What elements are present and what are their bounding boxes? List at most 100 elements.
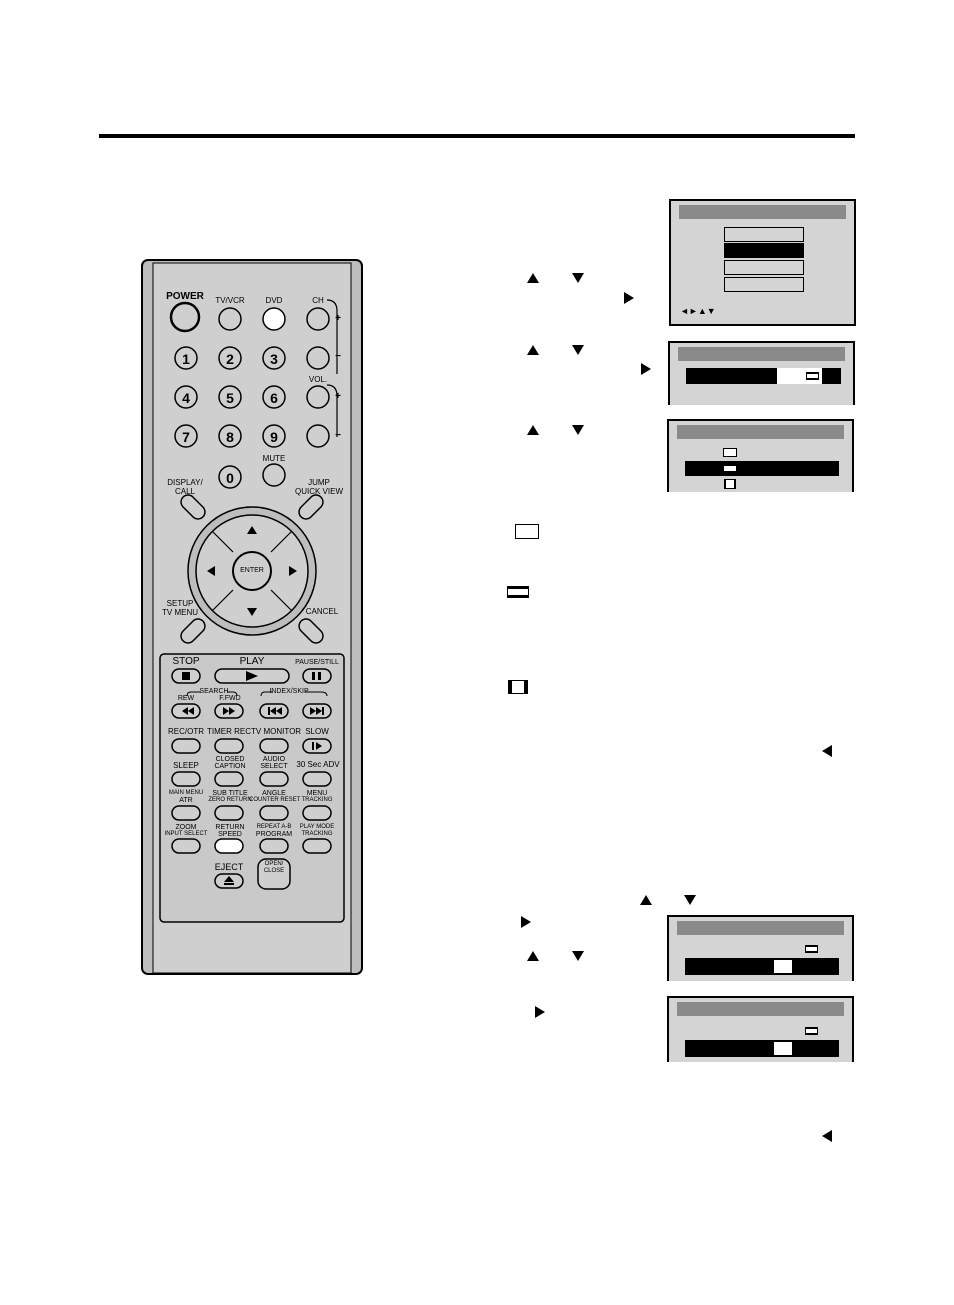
cancel-label: CANCEL [305, 607, 339, 616]
osd-title-bar [677, 1002, 844, 1016]
rew-label: REW [177, 695, 195, 702]
close-label: CLOSE [263, 868, 285, 874]
remote-control: POWER TV/VCR DVD CH + − VOL. + − MUTE 1 … [141, 259, 363, 975]
vol-minus-label: − [335, 430, 341, 441]
slow-label: SLOW [305, 727, 329, 736]
input-select-label: INPUT SELECT [164, 831, 208, 837]
search-label: SEARCH [199, 688, 229, 695]
digit-0[interactable]: 0 [226, 470, 234, 486]
audio-label: AUDIO [262, 756, 286, 763]
up-arrow-icon [527, 273, 539, 283]
jump-label: JUMP [308, 478, 330, 487]
ch-minus-label: − [335, 351, 341, 362]
ratio-letterbox-icon[interactable] [724, 479, 736, 489]
open-label: OPEN/ [264, 861, 284, 867]
osd-title-bar [677, 921, 844, 935]
select-label: SELECT [260, 763, 288, 770]
closed-label: CLOSED [215, 756, 245, 763]
30sec-adv-label: 30 Sec ADV [296, 760, 340, 769]
tv-vcr-label: TV/VCR [215, 296, 245, 305]
main-menu-label: MAIN MENU [168, 790, 204, 796]
caption-label: CAPTION [214, 763, 246, 770]
menu-option[interactable] [724, 260, 804, 275]
osd-aspect-setting [668, 341, 855, 405]
ratio-4-3-icon[interactable] [723, 448, 737, 457]
digit-1[interactable]: 1 [182, 351, 190, 367]
program-label: PROGRAM [255, 831, 293, 838]
osd-aspect-options [667, 419, 854, 492]
slider-thumb[interactable] [774, 960, 792, 973]
enter-button[interactable]: ENTER [240, 567, 264, 574]
down-arrow-icon [684, 895, 696, 905]
digit-2[interactable]: 2 [226, 351, 234, 367]
mute-label: MUTE [262, 454, 286, 463]
osd-adjust-screen [667, 915, 854, 981]
digit-9[interactable]: 9 [270, 429, 278, 445]
menu-option[interactable] [724, 227, 804, 242]
menu-option[interactable] [724, 277, 804, 292]
ch-plus-label: + [335, 313, 341, 324]
ch-label: CH [312, 296, 324, 305]
menu-option-selected[interactable] [724, 243, 804, 258]
up-arrow-icon [640, 895, 652, 905]
ratio-wide-icon[interactable] [723, 464, 737, 473]
digit-5[interactable]: 5 [226, 390, 234, 406]
up-arrow-icon [527, 425, 539, 435]
left-arrow-icon [822, 1130, 832, 1142]
slider-track[interactable] [685, 958, 839, 975]
down-arrow-icon [572, 425, 584, 435]
counter-reset-label: COUNTER RESET [249, 797, 301, 803]
up-arrow-icon [527, 951, 539, 961]
slider-track[interactable] [685, 1040, 839, 1057]
tv-monitor-label: TV MONITOR [251, 727, 302, 736]
osd-title-bar [677, 425, 844, 439]
digit-6[interactable]: 6 [270, 390, 278, 406]
right-arrow-icon [624, 292, 634, 304]
osd-title-bar [679, 205, 846, 219]
atr-label: ATR [179, 797, 193, 804]
slider-thumb[interactable] [774, 1042, 792, 1055]
ratio-wide-icon [805, 1027, 818, 1035]
tracking-minus-label: TRACKING [301, 831, 333, 837]
down-arrow-icon [572, 345, 584, 355]
sleep-label: SLEEP [173, 761, 199, 770]
quick-view-label: QUICK VIEW [294, 487, 343, 496]
play-label: PLAY [239, 656, 265, 667]
tv-menu-label: TV MENU [162, 608, 198, 617]
index-skip-label: INDEX/SKIP [269, 688, 309, 695]
eject-label: EJECT [214, 862, 244, 872]
zoom-label: ZOOM [175, 824, 197, 831]
remote-body [141, 259, 363, 975]
vol-plus-label: + [335, 391, 341, 402]
ratio-wide-icon [805, 945, 818, 953]
down-arrow-icon [572, 273, 584, 283]
right-arrow-icon [521, 916, 531, 928]
menu-label: MENU [306, 790, 328, 797]
osd-menu-screen: ◄►▲▼ [669, 199, 856, 326]
digit-7[interactable]: 7 [182, 429, 190, 445]
ratio-wide-icon [806, 372, 819, 380]
tracking-plus-label: TRACKING [301, 797, 333, 803]
digit-8[interactable]: 8 [226, 429, 234, 445]
repeat-ab-label: REPEAT A-B [256, 824, 292, 830]
zero-return-label: ZERO RETURN [208, 797, 252, 803]
osd-adjust-screen [667, 996, 854, 1062]
play-mode-label: PLAY MODE [299, 824, 335, 830]
power-label: POWER [166, 291, 204, 302]
ratio-letterbox-icon [508, 680, 528, 694]
top-rule [99, 134, 855, 138]
call-label: CALL [174, 487, 195, 496]
pause-still-label: PAUSE/STILL [295, 659, 339, 666]
angle-label: ANGLE [262, 790, 286, 797]
setup-label: SETUP [166, 599, 194, 608]
osd-title-bar [678, 347, 845, 361]
ratio-4-3-icon [515, 524, 539, 539]
speed-label: SPEED [218, 831, 242, 838]
vol-label: VOL. [308, 375, 328, 384]
selected-row[interactable] [685, 461, 839, 476]
down-arrow-icon [572, 951, 584, 961]
digit-4[interactable]: 4 [182, 390, 190, 406]
sub-title-label: SUB TITLE [212, 790, 248, 797]
left-arrow-icon [822, 745, 832, 757]
digit-3[interactable]: 3 [270, 351, 278, 367]
